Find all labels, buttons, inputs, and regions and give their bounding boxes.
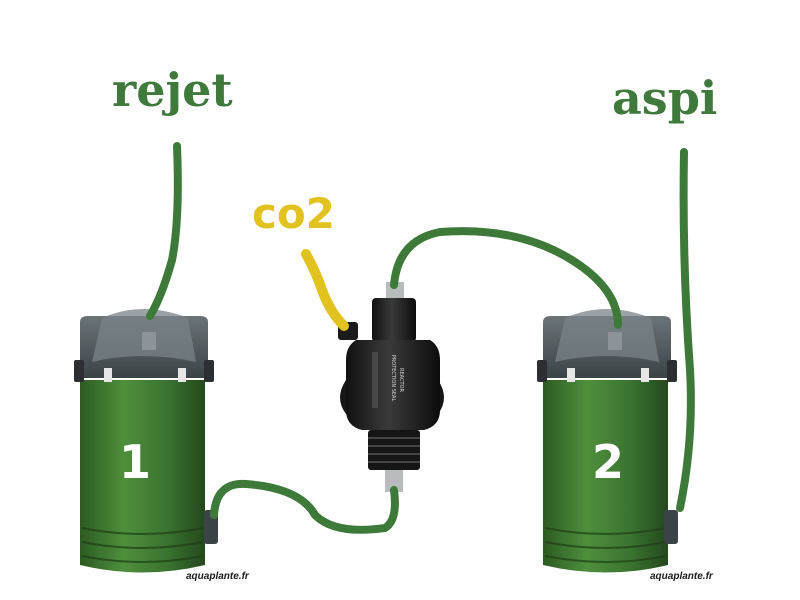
filter-2-number: 2 xyxy=(592,435,624,489)
filter-2: 2 aquaplante.fr xyxy=(537,309,714,582)
filter-1-canister xyxy=(80,380,205,573)
hose-reactor-to-filter2 xyxy=(390,227,622,329)
reactor-label-line-1: PROTECTION SEAL xyxy=(390,355,396,402)
filter-2-inlet-connector xyxy=(608,332,622,350)
filter-2-side-connector xyxy=(664,510,678,544)
hoses xyxy=(146,142,695,534)
co2-line xyxy=(301,249,349,331)
co2-reactor: PROTECTION SEAL REACTOR xyxy=(338,282,444,492)
filter-1-clip-left xyxy=(74,360,84,382)
label-co2: co2 xyxy=(252,189,335,238)
filter-2-base-ridges xyxy=(544,527,667,563)
hose-rejet xyxy=(146,142,182,320)
filter-1-clip-right xyxy=(204,360,214,382)
reactor-bottom-nozzle xyxy=(385,470,403,492)
filter-1-base-ridges xyxy=(81,527,204,563)
hose-aspi xyxy=(676,148,695,512)
reactor-label-line-2: REACTOR xyxy=(398,368,404,392)
filter-1-watermark: aquaplante.fr xyxy=(186,571,250,582)
filter-2-watermark: aquaplante.fr xyxy=(650,571,714,582)
hose-filter1-to-reactor xyxy=(210,479,399,534)
filter-2-clip-right xyxy=(667,360,677,382)
reactor-bottom-thread xyxy=(368,430,420,470)
filter-1: 1 aquaplante.fr xyxy=(74,309,250,582)
reactor-body xyxy=(346,340,440,430)
filter-2-clip-left xyxy=(537,360,547,382)
reactor-top-cap xyxy=(372,298,416,342)
filter-2-canister xyxy=(543,380,668,573)
filter-1-outlet-connector xyxy=(142,332,156,350)
label-aspi: aspi xyxy=(612,71,717,125)
label-rejet: rejet xyxy=(112,63,233,117)
filter-1-number: 1 xyxy=(119,435,151,489)
